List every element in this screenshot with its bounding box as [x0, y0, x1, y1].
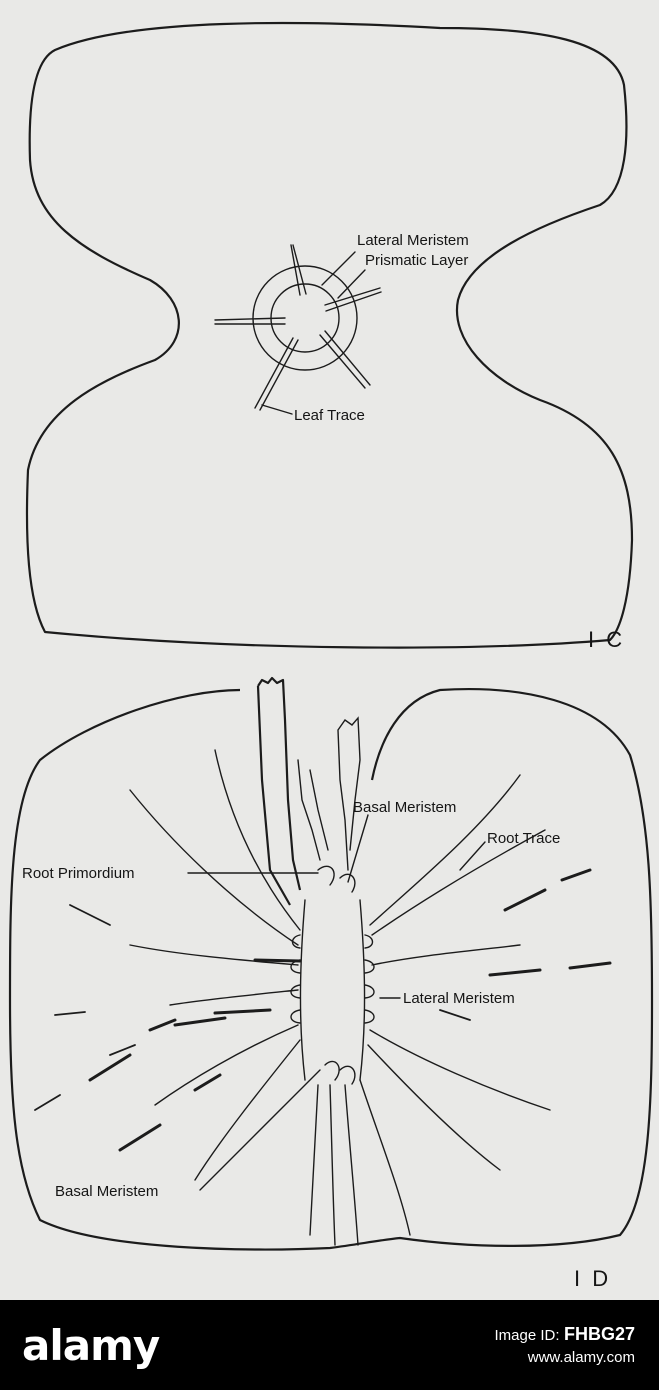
- label-basal-meristem-bottom: Basal Meristem: [55, 1183, 158, 1200]
- image-id: FHBG27: [563, 1324, 635, 1344]
- stem-outline-1d: [8, 688, 654, 1251]
- watermark-footer: alamy Image ID: FHBG27 www.alamy.com: [0, 1300, 659, 1390]
- leader-basal-meristem-top: [347, 814, 369, 883]
- torn-top-flap: [337, 716, 361, 871]
- figure-label-1d: I D: [574, 1266, 611, 1291]
- stem-outline-1c: [25, 21, 634, 649]
- figure-1c: Lateral Meristem Prismatic Layer Leaf Tr…: [25, 21, 634, 652]
- alamy-logo: alamy: [22, 1320, 160, 1370]
- prismatic-layer-ring: [252, 265, 358, 371]
- leaf-trace-upper-right: [324, 287, 382, 312]
- cavity-left-wall: [299, 899, 306, 1081]
- leaf-trace-lower-right: [319, 330, 371, 389]
- image-id-label: Image ID:: [494, 1327, 560, 1344]
- label-lateral-meristem-1d: Lateral Meristem: [403, 990, 515, 1007]
- leader-basal-meristem-bottom: [199, 1069, 321, 1191]
- torn-top-flap-inner: [297, 759, 329, 861]
- label-basal-meristem-top: Basal Meristem: [353, 799, 456, 816]
- figure-label-1c: I C: [588, 627, 625, 652]
- root-primordia: [290, 865, 375, 1085]
- image-info: Image ID: FHBG27 www.alamy.com: [495, 1324, 636, 1366]
- torn-top-appendage: [256, 676, 302, 906]
- label-prismatic-layer: Prismatic Layer: [365, 252, 468, 269]
- label-root-primordium: Root Primordium: [22, 865, 135, 882]
- leader-prismatic-layer: [337, 269, 366, 299]
- leader-root-trace: [459, 841, 486, 871]
- leader-lateral-meristem: [321, 251, 356, 286]
- label-root-trace: Root Trace: [487, 830, 560, 847]
- label-leaf-trace: Leaf Trace: [294, 407, 365, 424]
- label-lateral-meristem-1c: Lateral Meristem: [357, 232, 469, 249]
- leaf-trace-up: [290, 244, 307, 296]
- figure-1d: Basal Meristem Root Trace Root Primordiu…: [8, 676, 654, 1291]
- site-url: www.alamy.com: [527, 1349, 635, 1366]
- botanical-cross-section-figure: Lateral Meristem Prismatic Layer Leaf Tr…: [8, 21, 654, 1291]
- dashed-traces: [34, 868, 612, 1152]
- root-traces: [129, 749, 551, 1246]
- cavity-right-wall: [359, 899, 366, 1081]
- leaf-trace-lower-left: [254, 337, 299, 411]
- leader-leaf-trace: [261, 404, 293, 415]
- leaf-trace-left: [214, 317, 286, 325]
